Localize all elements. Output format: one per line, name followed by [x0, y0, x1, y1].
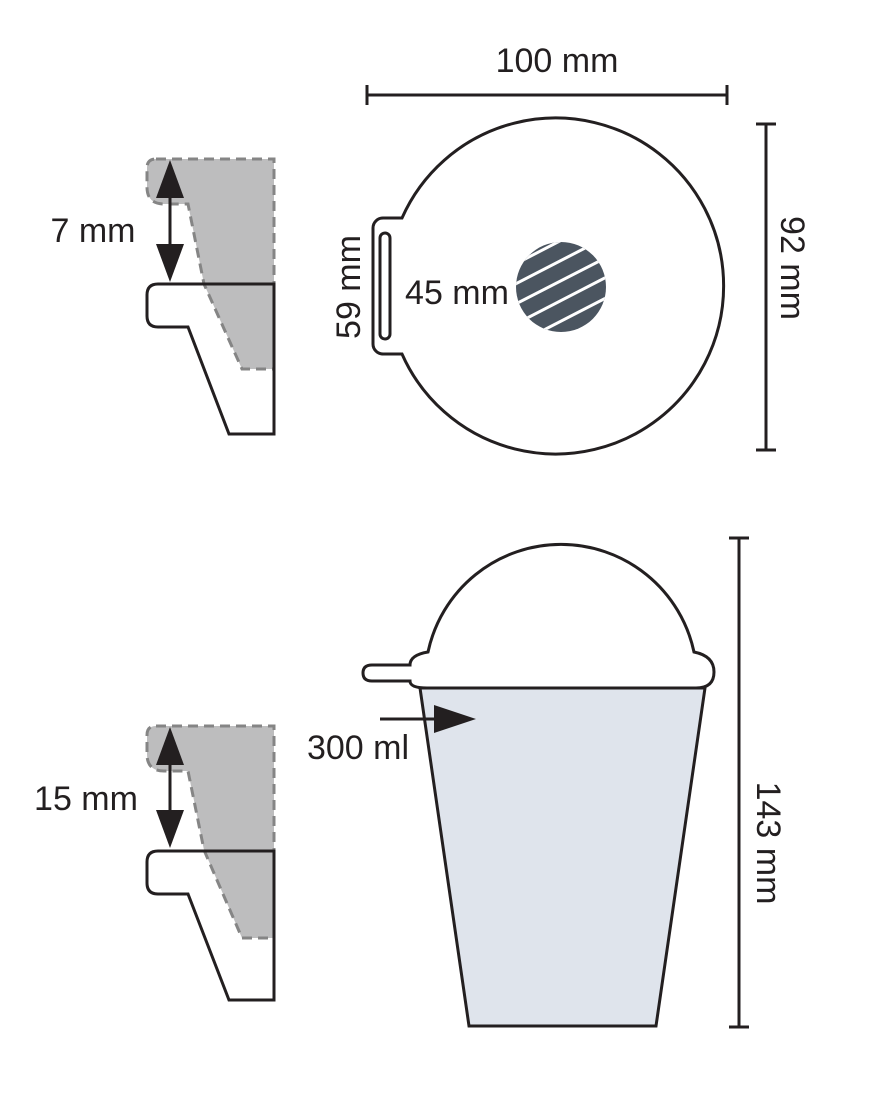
center-diameter-label: 45 mm — [405, 274, 509, 312]
slot-length-label: 59 mm — [330, 235, 368, 339]
section-large — [145, 724, 276, 1002]
tab-slot — [378, 231, 392, 341]
section-large-insert — [145, 724, 276, 940]
cup-volume-label: 300 ml — [307, 729, 409, 767]
section-large-arrow — [156, 727, 184, 848]
width-label: 100 mm — [496, 42, 619, 80]
section-small-insert — [145, 157, 276, 371]
dome-lid — [361, 542, 716, 690]
small-drop-label: 7 mm — [51, 212, 136, 250]
large-drop-label: 15 mm — [34, 780, 138, 818]
section-small — [145, 157, 276, 436]
center-disc — [516, 242, 606, 332]
section-small-arrow — [156, 160, 184, 282]
section-large-body — [145, 849, 276, 1002]
cup-side-view — [361, 542, 716, 1028]
cup-body — [418, 686, 707, 1028]
lid-top-view — [371, 116, 726, 456]
height-dimension — [756, 122, 776, 452]
width-dimension — [365, 85, 729, 105]
lid-outline — [371, 116, 726, 456]
fill-arrow — [380, 705, 476, 733]
cup-height-label: 143 mm — [749, 782, 787, 905]
section-small-body — [145, 282, 276, 436]
cup-height-dimension — [729, 536, 749, 1029]
height-label: 92 mm — [773, 216, 811, 320]
